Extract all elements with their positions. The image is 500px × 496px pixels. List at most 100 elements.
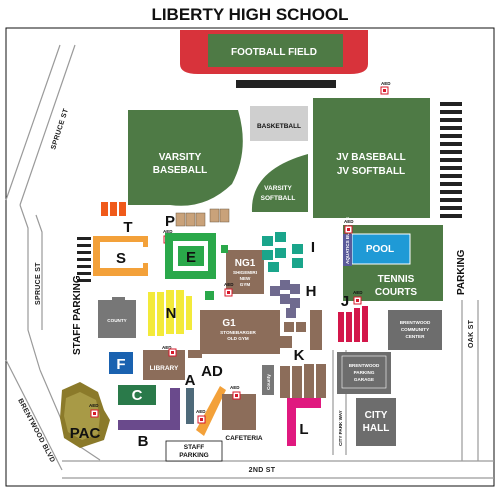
aed-j: AED [353,290,363,305]
city-hall: CITY HALL [356,398,396,446]
basketball-label: BASKETBALL [257,123,301,130]
aed-label: AED [353,290,363,295]
community-center-label-1: BRENTWOOD [400,320,431,325]
jv-label-1: JV BASEBALL [336,152,405,163]
jv-fields: JV BASEBALL JV SOFTBALL [313,98,430,218]
tennis-label-2: COURTS [375,287,418,298]
street-citypark: CITY PARK WAY [338,410,343,446]
road-spruce-outer [19,204,41,371]
tennis-label-1: TENNIS [378,274,415,285]
aed-label: AED [230,385,240,390]
jv-label-2: JV SOFTBALL [337,166,405,177]
parking-garage: BRENTWOOD PARKING GARAGE [337,352,391,394]
varsity-softball-label-2: SOFTBALL [261,195,296,202]
parking-garage-label-1: BRENTWOOD [349,363,380,368]
staff-parking-west [77,237,91,282]
varsity-baseball-label-2: BASEBALL [153,165,207,176]
g1-annex-1 [284,322,294,332]
building-l: L [287,398,321,446]
building-t: T [101,202,133,236]
building-c-label: C [132,387,143,404]
parking-east [440,102,462,218]
ng1-sub-2: NEW [240,276,251,281]
building-g1: G1 STONEBARGER OLD GYM [200,310,292,354]
g1-sub-2: OLD GYM [227,336,249,341]
building-e: E [165,233,216,279]
staff-parking-west-label: STAFF PARKING [72,275,83,355]
building-e-label: E [186,249,196,266]
aed-label: AED [381,81,391,86]
ng1-sub-3: GYM [240,282,251,287]
building-ng1: NG1 SHIGEMIRI NEW GYM [226,250,264,294]
aed-pool: AED [344,219,354,234]
building-b-label: B [138,433,149,450]
building-e-small [205,291,214,300]
building-b: B [118,388,180,450]
building-n: N [148,290,192,336]
building-p: P [165,208,230,230]
library: LIBRARY [143,350,185,380]
road-spruce-diag-inner [19,44,76,206]
building-a-label: A [185,372,196,389]
g1-sub-1: STONEBARGER [220,330,256,335]
ng1-label: NG1 [235,258,256,269]
aed-cafeteria: AED [230,385,241,400]
aed-ng1: AED [224,282,234,297]
road-spruce-inner [35,214,43,330]
street-spruce: SPRUCE ST [35,262,42,305]
road-brentwood-outer [5,359,63,471]
building-f: F [109,352,133,374]
varsity-baseball-label-1: VARSITY [159,152,202,163]
library-annex [188,350,202,358]
football-field-label: FOOTBALL FIELD [231,47,317,58]
aed-pac: AED [89,403,99,418]
aed-label: AED [163,229,173,234]
county-right: County [262,365,274,395]
building-l-label: L [299,421,308,438]
county-left: COUNTY [98,297,136,338]
community-center-label-2: COMMUNITY [401,327,429,332]
pool: POOL AQUATICS BUILDING TENNIS COURTS [343,216,443,301]
aed-label: AED [344,219,354,224]
road-spruce-diag-outer [5,44,61,201]
g1-label: G1 [222,318,236,329]
aed-library: AED [162,345,177,357]
staff-parking-label-1: STAFF [184,444,204,451]
parking-garage-label-3: GARAGE [354,377,374,382]
aed-label: AED [224,282,234,287]
football-field: FOOTBALL FIELD [180,30,368,74]
building-k-label: K [294,347,305,364]
aed-label: AED [162,345,172,350]
g1-annex-3 [310,310,322,350]
varsity-softball: VARSITY SOFTBALL [251,154,308,212]
parking-garage-label-2: PARKING [354,370,375,375]
city-hall-label-2: HALL [363,423,390,434]
building-j: J [338,293,368,342]
building-e-annex [221,245,228,253]
building-j-label: J [341,293,349,310]
building-n-label: N [166,305,177,322]
staff-parking-bottom: STAFF PARKING [165,440,223,462]
cafeteria-label: CAFETERIA [225,435,263,442]
building-p-label: P [165,213,175,230]
city-hall-label-1: CITY [365,410,388,421]
library-label: LIBRARY [150,365,179,372]
pool-label: POOL [366,244,394,255]
aed-label: AED [89,403,99,408]
building-s: S [93,236,148,276]
parking-east-label: PARKING [456,249,467,295]
aed-football: AED [380,81,391,95]
county-left-label: COUNTY [107,318,126,323]
g1-annex-2 [296,322,306,332]
aquatics-label: AQUATICS BUILDING [345,216,350,264]
community-center: BRENTWOOD COMMUNITY CENTER [388,310,442,350]
map-title: LIBERTY HIGH SCHOOL [151,5,348,24]
aed-ad: AED [196,409,206,424]
cafeteria: CAFETERIA [222,394,263,442]
community-center-label-3: CENTER [406,334,426,339]
staff-parking-label-2: PARKING [179,452,209,459]
building-pac: PAC [60,382,110,448]
aed-label: AED [196,409,206,414]
varsity-baseball: VARSITY BASEBALL [128,110,243,206]
